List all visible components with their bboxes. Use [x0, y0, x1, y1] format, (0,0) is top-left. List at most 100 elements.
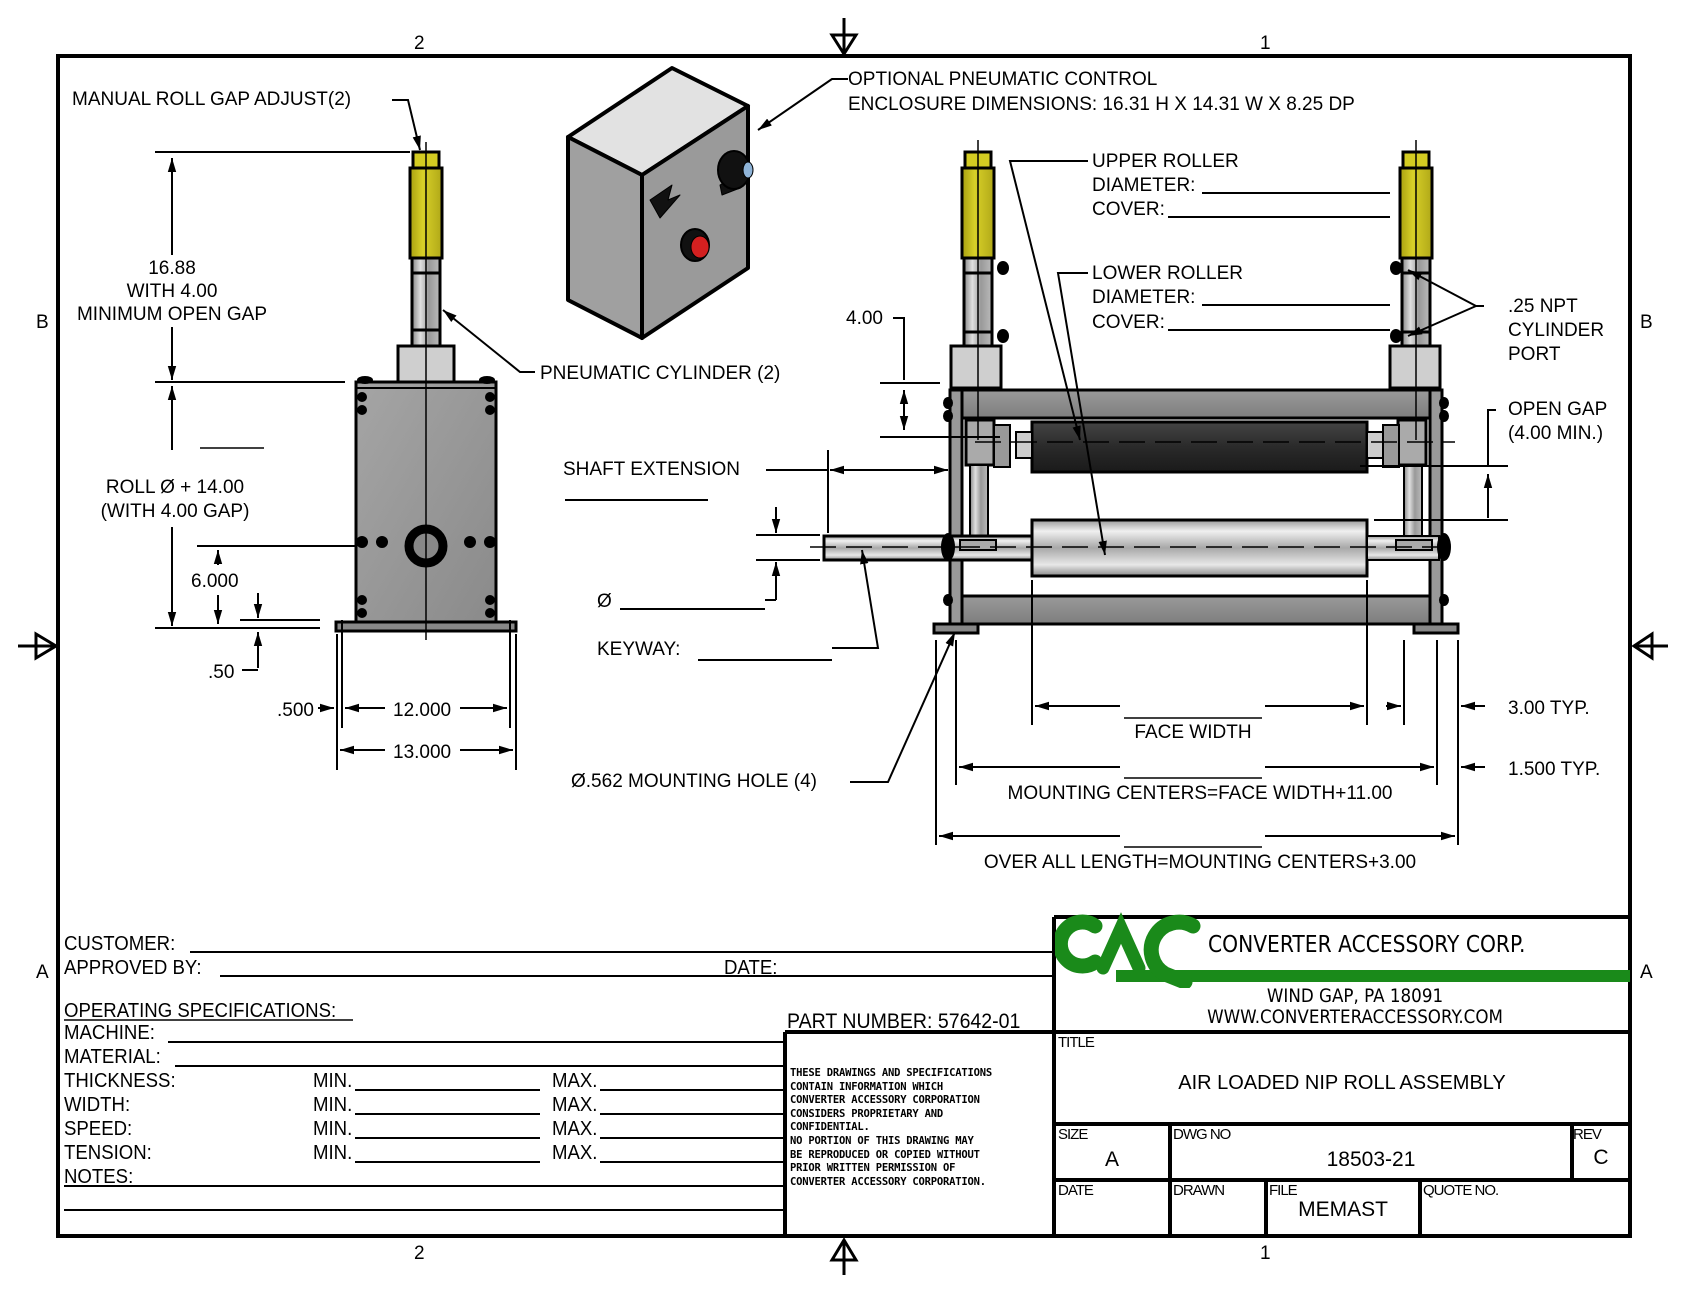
- material-field[interactable]: [175, 1044, 785, 1066]
- approved-by-label: APPROVED BY:: [64, 957, 202, 979]
- thickness-min-field[interactable]: [355, 1068, 540, 1090]
- zone-bottom-1: 1: [1260, 1243, 1271, 1264]
- upper-roller-diameter-label: DIAMETER:: [1092, 175, 1196, 196]
- lower-roller-diameter-label: DIAMETER:: [1092, 287, 1196, 308]
- manual-adjust-label: MANUAL ROLL GAP ADJUST(2): [72, 89, 352, 110]
- date-field[interactable]: [790, 954, 1052, 976]
- lower-roller: [1030, 518, 1369, 578]
- tension-max-field[interactable]: [600, 1140, 785, 1162]
- size-label: SIZE: [1058, 1126, 1088, 1143]
- material-label: MATERIAL:: [64, 1046, 161, 1068]
- notes-field[interactable]: [64, 1186, 785, 1232]
- form-lines: [64, 951, 1052, 1211]
- notes-label: NOTES:: [64, 1166, 134, 1188]
- enclosure-side: [566, 135, 644, 340]
- speed-min-field[interactable]: [355, 1116, 540, 1138]
- centering-mark-right: [1631, 631, 1668, 661]
- width-max-label: MAX.: [552, 1094, 598, 1116]
- zone-top-1: 1: [1260, 33, 1271, 54]
- npt-port-line3: PORT: [1508, 344, 1561, 365]
- customer-label: CUSTOMER:: [64, 933, 176, 955]
- customer-field[interactable]: [190, 930, 1052, 952]
- company-address: WIND GAP, PA 18091: [1266, 985, 1444, 1007]
- shaft-height-dim: 6.000: [191, 570, 239, 593]
- shaft-diameter-symbol: Ø: [597, 591, 612, 612]
- notice-line: CONVERTER ACCESSORY CORPORATION.: [790, 1175, 986, 1188]
- company-name: CONVERTER ACCESSORY CORP.: [1208, 932, 1526, 958]
- flange-dim: .500: [277, 700, 314, 721]
- open-gap-line1: OPEN GAP: [1508, 399, 1608, 420]
- mounting-hole-label: Ø.562 MOUNTING HOLE (4): [571, 771, 817, 792]
- npt-port-line1: .25 NPT: [1508, 296, 1578, 317]
- quote-no-label: QUOTE NO.: [1423, 1182, 1499, 1199]
- height-dim-line1: 16.88: [148, 258, 196, 279]
- brand-stripe: [1116, 970, 1630, 982]
- notice-line: CONVERTER ACCESSORY CORPORATION: [790, 1094, 980, 1107]
- file-label: FILE: [1269, 1182, 1298, 1199]
- mounting-centers-label: MOUNTING CENTERS=FACE WIDTH+11.00: [1007, 783, 1393, 804]
- shaft-extension: [822, 534, 1034, 562]
- drawn-label: DRAWN: [1173, 1182, 1225, 1199]
- machine-field[interactable]: [168, 1020, 785, 1042]
- frame-top-beam: [948, 388, 1444, 420]
- upper-roller-cover-label: COVER:: [1092, 199, 1165, 220]
- company-website: WWW.CONVERTERACCESSORY.COM: [1207, 1006, 1503, 1028]
- tension-label: TENSION:: [64, 1142, 152, 1164]
- zone-bottom-2: 2: [414, 1243, 425, 1264]
- zone-right-a: A: [1640, 962, 1653, 983]
- roll-dim-line2: (WITH 4.00 GAP): [100, 501, 250, 522]
- drawing-title: AIR LOADED NIP ROLL ASSEMBLY: [1178, 1072, 1506, 1094]
- pneumatic-cylinder-label: PNEUMATIC CYLINDER (2): [540, 363, 781, 384]
- centering-mark-left: [18, 631, 59, 661]
- operating-specs-heading: OPERATING SPECIFICATIONS:: [64, 1000, 337, 1022]
- frame-post-left: [948, 388, 964, 632]
- notice-line: PRIOR WRITTEN PERMISSION OF: [790, 1162, 956, 1175]
- typ-1500-dim: 1.500 TYP.: [1508, 759, 1601, 780]
- notice-line: CONFIDENTIAL.: [790, 1121, 870, 1134]
- control-enclosure: [566, 66, 848, 340]
- speed-max-field[interactable]: [600, 1116, 785, 1138]
- upper-roller: [1030, 420, 1369, 474]
- tension-min-label: MIN.: [313, 1142, 353, 1164]
- keyway-label: KEYWAY:: [597, 639, 681, 660]
- notice-line: CONTAIN INFORMATION WHICH: [790, 1080, 944, 1093]
- inner-width-dim: 12.000: [393, 700, 452, 721]
- size-value: A: [1104, 1148, 1119, 1171]
- thickness-max-label: MAX.: [552, 1070, 598, 1092]
- outer-width-dim: 13.000: [393, 742, 452, 763]
- thickness-max-field[interactable]: [600, 1068, 785, 1090]
- open-gap-line2: (4.00 MIN.): [1508, 423, 1604, 444]
- notice-line: BE REPRODUCED OR COPIED WITHOUT: [790, 1148, 980, 1161]
- dwg-no-value: 18503-21: [1326, 1148, 1416, 1171]
- tension-max-label: MAX.: [552, 1142, 598, 1164]
- zone-left-a: A: [36, 962, 49, 983]
- base-thickness-dim: .50: [208, 662, 235, 683]
- zone-top-2: 2: [414, 33, 425, 54]
- zone-left-b: B: [36, 312, 49, 333]
- frame-bottom-beam: [960, 594, 1432, 626]
- gap-dim: 4.00: [846, 308, 883, 329]
- title-label: TITLE: [1058, 1034, 1095, 1051]
- dwg-no-label: DWG NO: [1173, 1126, 1231, 1143]
- approved-by-field[interactable]: [220, 954, 720, 976]
- thickness-label: THICKNESS:: [64, 1070, 176, 1092]
- thickness-min-label: MIN.: [313, 1070, 353, 1092]
- notice-line: NO PORTION OF THIS DRAWING MAY: [790, 1134, 974, 1147]
- frame-post-right: [1428, 388, 1444, 632]
- width-min-field[interactable]: [355, 1092, 540, 1114]
- rev-label: REV: [1573, 1126, 1602, 1143]
- shaft-extension-label: SHAFT EXTENSION: [563, 459, 741, 480]
- tension-min-field[interactable]: [355, 1140, 540, 1162]
- confidentiality-notice: THESE DRAWINGS AND SPECIFICATIONS CONTAI…: [790, 1067, 1040, 1189]
- file-value: MEMAST: [1298, 1198, 1388, 1221]
- width-max-field[interactable]: [600, 1092, 785, 1114]
- centering-mark-bottom: [829, 1237, 859, 1275]
- npt-port-line2: CYLINDER: [1508, 320, 1605, 341]
- typ-300-dim: 3.00 TYP.: [1508, 698, 1590, 719]
- width-label: WIDTH:: [64, 1094, 131, 1116]
- zone-right-b: B: [1640, 312, 1653, 333]
- enclosure-label-line2: ENCLOSURE DIMENSIONS: 16.31 H X 14.31 W …: [848, 94, 1355, 115]
- lower-roller-cover-label: COVER:: [1092, 312, 1165, 333]
- overall-length-label: OVER ALL LENGTH=MOUNTING CENTERS+3.00: [983, 852, 1417, 873]
